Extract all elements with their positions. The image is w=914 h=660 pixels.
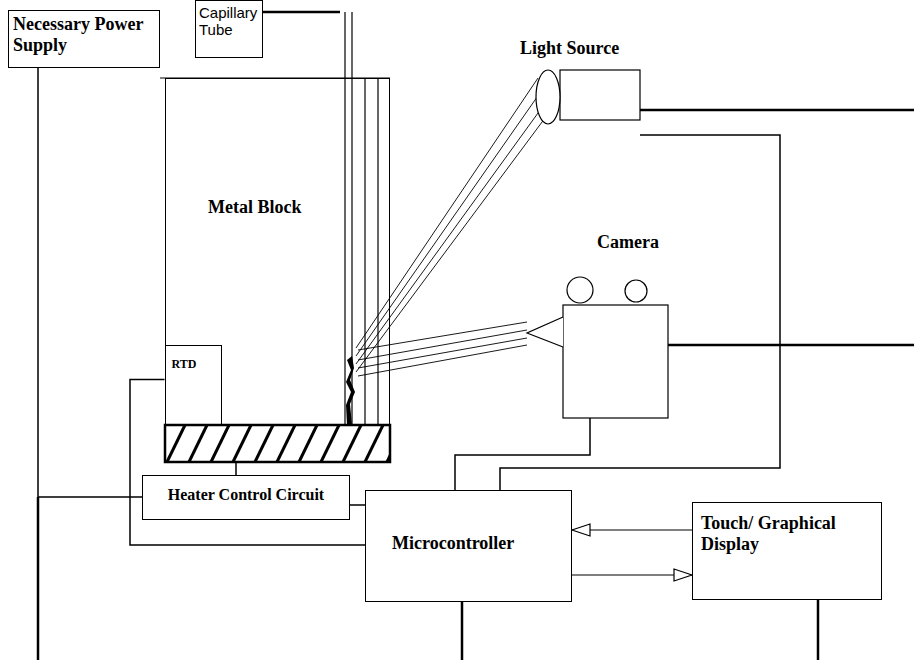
node-label: Metal Block	[208, 197, 389, 218]
light-source-body	[536, 70, 640, 124]
node-label: RTD	[172, 358, 221, 372]
camera: Camera	[563, 232, 673, 418]
wire	[38, 68, 142, 497]
power-supply-box: Necessary Power Supply	[8, 10, 160, 68]
camera-body	[527, 277, 668, 418]
wire	[455, 418, 590, 490]
light-source: Light Source	[518, 38, 640, 150]
node-label: Camera	[597, 232, 673, 253]
node-label: Necessary Power Supply	[13, 14, 155, 55]
rtd-sensor: RTD	[165, 345, 222, 425]
wire	[235, 462, 237, 475]
control-box: Heater Control Circuit	[142, 475, 350, 520]
node-label: Capillary Tube	[199, 4, 259, 39]
capillary-tube	[263, 12, 378, 425]
light-rays	[356, 78, 548, 376]
node-label: Touch/ Graphical Display	[701, 513, 875, 554]
metal-block: Metal BlockRTD	[165, 78, 390, 462]
node-label: Microcontroller	[392, 533, 565, 554]
wire	[500, 135, 780, 490]
wire	[572, 574, 692, 575]
node-label: Heater Control Circuit	[147, 486, 345, 504]
node-label: Light Source	[520, 38, 640, 59]
microcontroller-box: Microcontroller	[365, 490, 572, 602]
power-wire	[38, 78, 914, 660]
label-box: Capillary Tube	[195, 0, 263, 58]
wire	[350, 504, 365, 506]
wire	[572, 529, 692, 530]
display-box: Touch/ Graphical Display	[692, 502, 882, 600]
sample	[346, 356, 355, 425]
heater-strip	[165, 425, 390, 462]
